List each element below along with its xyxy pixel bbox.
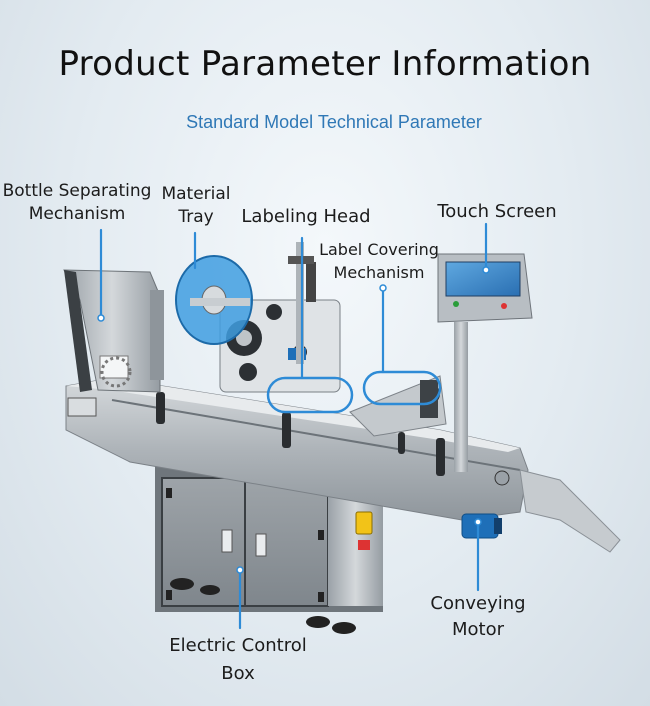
label-covering-highlight (362, 370, 442, 406)
callout-labeling-head: Labeling Head (241, 206, 371, 227)
conveying-motor-dot (474, 518, 482, 526)
touch-screen-assembly (437, 253, 533, 472)
callout-bottle-separating: Bottle Separating Mechanism (2, 181, 152, 224)
electric-control-box (155, 462, 383, 634)
callout-touch-screen: Touch Screen (437, 201, 557, 222)
page-title: Product Parameter Information (58, 44, 592, 84)
page-subtitle: Standard Model Technical Parameter (186, 112, 482, 132)
labeling-head-highlight (266, 376, 354, 414)
bottle-separating-dot (97, 314, 105, 322)
callout-electric-box: Electric Control Box (169, 635, 307, 684)
label-covering-dot (379, 284, 387, 292)
callout-material-tray: Material Tray (161, 184, 231, 227)
touch-screen-dot (482, 266, 490, 274)
electric-box-dot (236, 566, 244, 574)
callout-label-covering: Label Covering Mechanism (319, 240, 439, 282)
material-tray (175, 255, 253, 345)
callout-conveying-motor: Conveying Motor (430, 593, 526, 640)
conveying-motor (461, 513, 502, 539)
label-covering-mechanism (349, 375, 447, 437)
conveyor (65, 377, 621, 553)
bottle-separating-mechanism (63, 269, 164, 393)
